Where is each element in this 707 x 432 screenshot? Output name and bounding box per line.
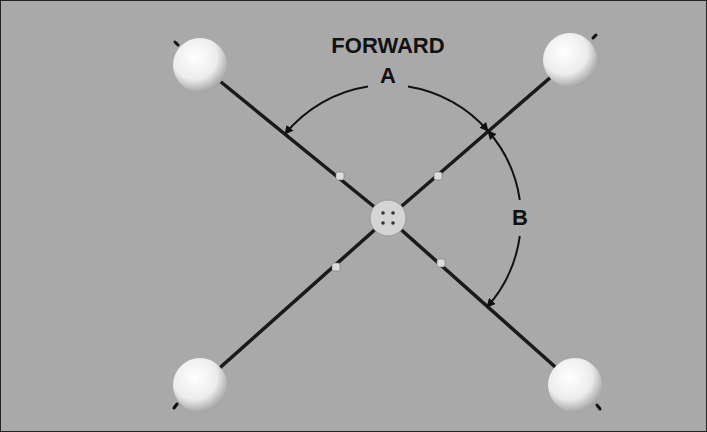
- annotation-label: B: [509, 206, 531, 230]
- arm: [205, 64, 571, 381]
- annotation-label: FORWARD: [328, 34, 447, 58]
- hub: [370, 200, 406, 236]
- annotation-label: A: [377, 64, 399, 88]
- angle-arc: [285, 87, 520, 308]
- float-ball: [173, 33, 602, 412]
